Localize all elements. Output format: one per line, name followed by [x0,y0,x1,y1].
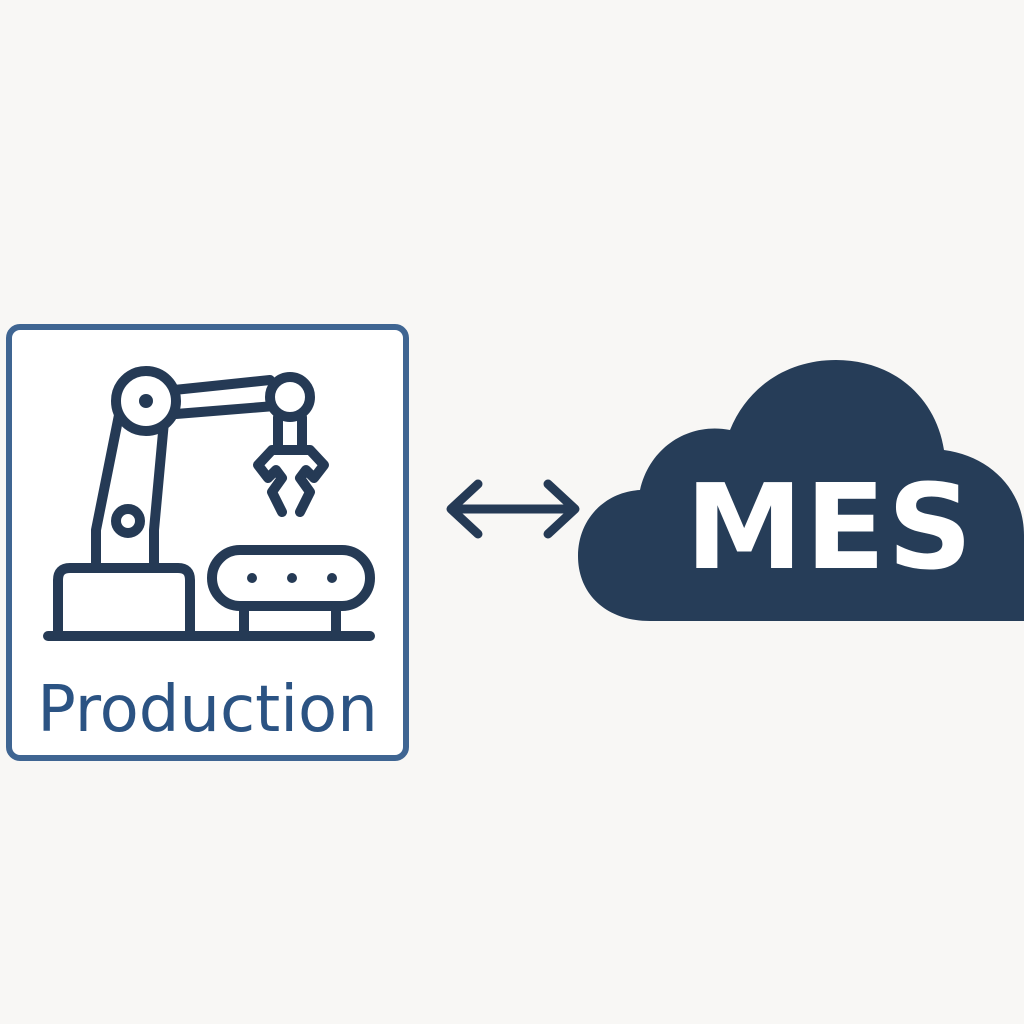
robot-base [53,563,195,639]
cloud-icon [578,360,1024,621]
robot-gripper [253,445,329,517]
bidirectional-arrow-icon [446,479,580,539]
robotic-arm-conveyor-icon [43,366,375,641]
conveyor-belt [207,545,375,611]
robot-elbow-joint [265,372,315,422]
production-box [6,324,409,761]
robot-upper-arm [169,375,280,419]
robot-joint-lower [111,504,145,538]
mes-label: MES [685,458,975,596]
production-label: Production [37,673,378,747]
